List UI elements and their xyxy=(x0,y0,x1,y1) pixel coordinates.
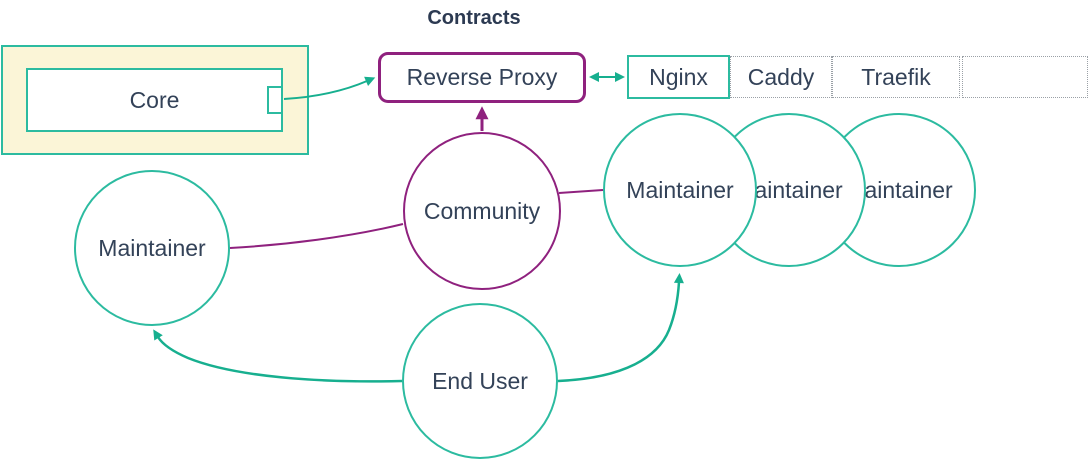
edge-community-to-maintainer-right xyxy=(558,189,604,194)
traefik-label: Traefik xyxy=(861,63,931,90)
maintainer-right-1-label: Maintainer xyxy=(626,176,734,203)
core-node: Core xyxy=(26,68,283,132)
proxy-cell-nginx: Nginx xyxy=(627,55,730,99)
end-user-label: End User xyxy=(432,367,528,394)
core-output-port xyxy=(267,86,283,114)
proxy-cell-traefik: Traefik xyxy=(832,56,960,98)
reverse-proxy-node: Reverse Proxy xyxy=(378,52,586,103)
proxy-cell-empty xyxy=(962,56,1088,98)
core-label: Core xyxy=(129,86,180,113)
nginx-label: Nginx xyxy=(649,63,708,90)
reverse-proxy-label: Reverse Proxy xyxy=(406,64,558,90)
edge-community-to-maintainer-left xyxy=(229,223,404,249)
end-user-node: End User xyxy=(402,303,558,459)
caddy-label: Caddy xyxy=(747,63,815,90)
proxy-cell-caddy: Caddy xyxy=(730,56,832,98)
maintainer-left-label: Maintainer xyxy=(98,234,206,261)
community-node: Community xyxy=(403,132,561,290)
maintainer-left-node: Maintainer xyxy=(74,170,230,326)
edge-end-user-to-maintainer-left xyxy=(153,329,403,383)
community-label: Community xyxy=(423,197,541,224)
edge-end-user-to-maintainer-right xyxy=(557,273,684,383)
diagram-title: Contracts xyxy=(427,7,521,29)
maintainer-right-1-node: Maintainer xyxy=(603,113,757,267)
